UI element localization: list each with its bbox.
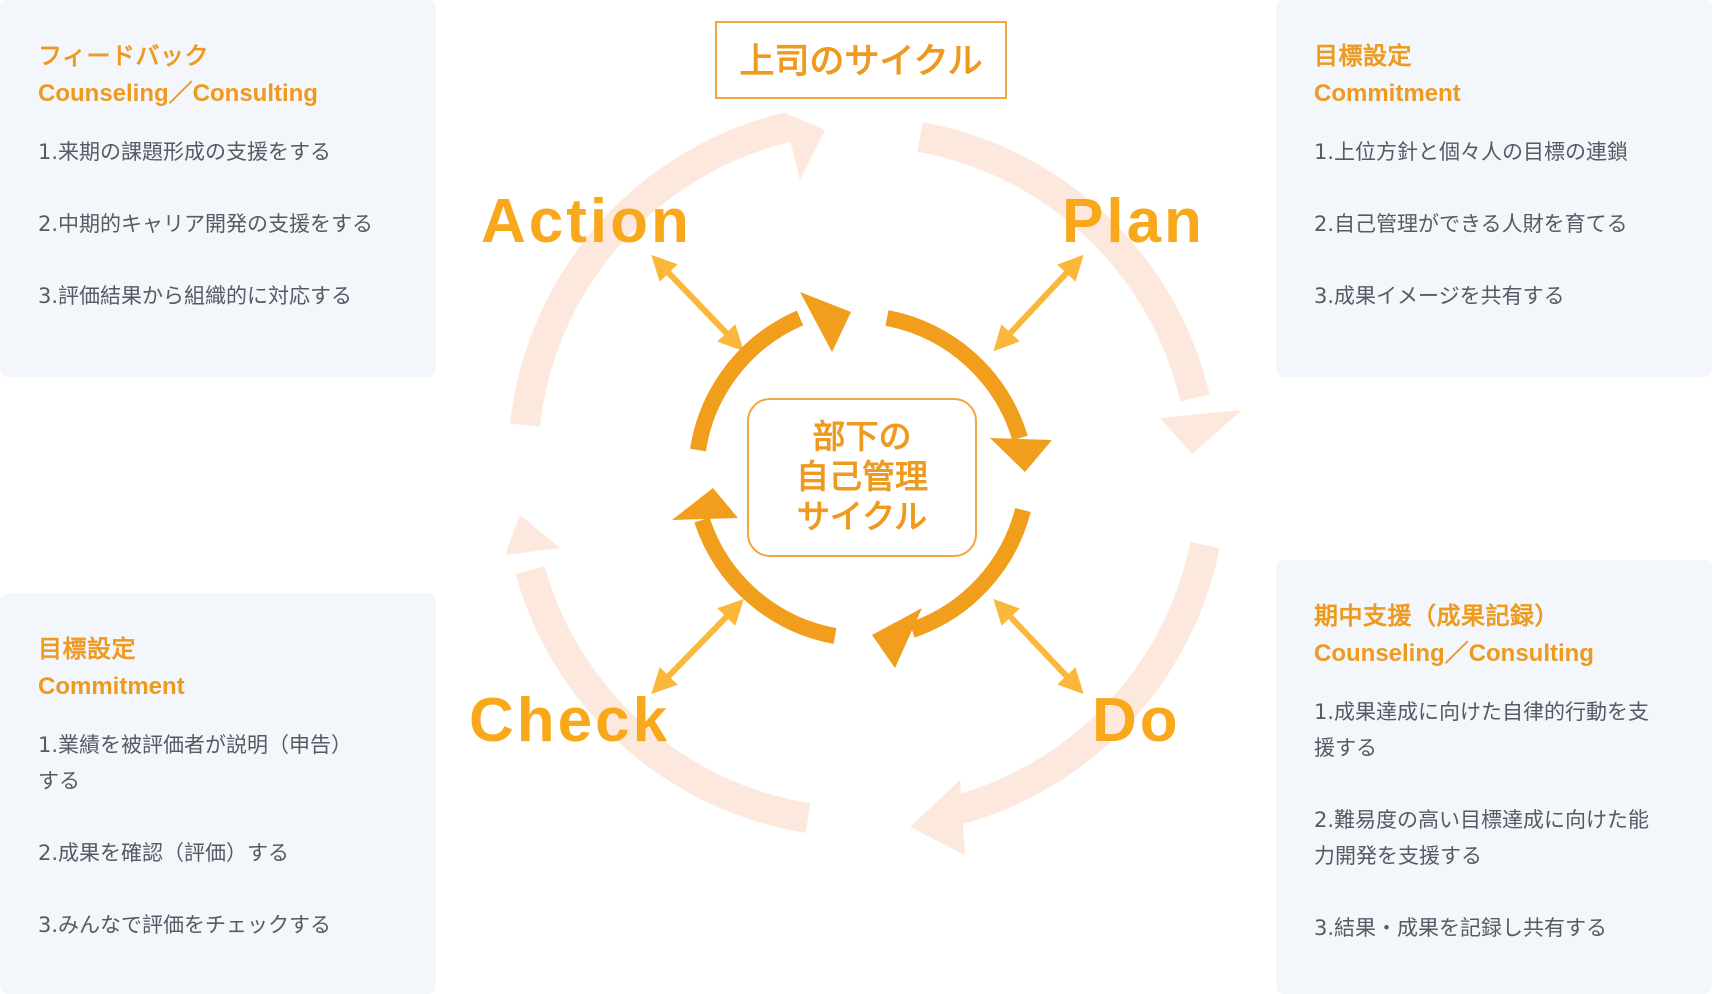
inner-arrow-bottom-right [909, 507, 1031, 638]
inner-arrowhead [800, 292, 851, 352]
self-cycle-arrows [672, 292, 1052, 668]
connector-plan [993, 254, 1084, 352]
panel-subtitle: Commitment [38, 673, 185, 700]
panel-item: 3.結果・成果を記録し共有する [1314, 916, 1608, 940]
outer-arrowhead [910, 780, 965, 855]
inner-arrowhead [872, 608, 922, 668]
center-label-line: サイクル [797, 497, 927, 536]
connectors [651, 254, 1084, 695]
outer-arrowhead [783, 112, 825, 180]
panel-item: 1.成果達成に向けた自律的行動を支援する [1314, 700, 1650, 760]
panel-item-list: 1.上位方針と個々人の目標の連鎖 2.自己管理ができる人財を育てる 3.成果イメ… [1314, 134, 1674, 314]
boss-cycle-arrows [505, 112, 1242, 855]
connector-do [993, 598, 1084, 695]
panel-item: 1.上位方針と個々人の目標の連鎖 [1314, 140, 1629, 164]
panel-item: 3.成果イメージを共有する [1314, 284, 1565, 308]
phase-check: Check [469, 686, 670, 755]
panel-item: 2.成果を確認（評価）する [38, 841, 290, 865]
panel-subtitle: Commitment [1314, 80, 1461, 107]
inner-arrow-top-right [885, 310, 1028, 441]
inner-arrowhead [672, 488, 738, 520]
outer-arrowhead [1160, 410, 1242, 454]
panel-item: 2.中期的キャリア開発の支援をする [38, 212, 374, 236]
phase-plan: Plan [1062, 187, 1205, 256]
panel-subtitle: Counseling／Consulting [38, 80, 318, 107]
panel-item-list: 1.成果達成に向けた自律的行動を支援する 2.難易度の高い目標達成に向けた能力開… [1314, 694, 1674, 946]
panel-goal-setting: 目標設定 Commitment 1.上位方針と個々人の目標の連鎖 2.自己管理が… [1276, 0, 1712, 377]
boss-cycle-title: 上司のサイクル [739, 42, 982, 82]
self-cycle-center: 部下の 自己管理 サイクル [747, 398, 977, 557]
outer-arrow-check-to-action [515, 565, 811, 833]
panel-title: 期中支援（成果記録） [1314, 602, 1559, 630]
connector-check [651, 598, 744, 695]
phase-do: Do [1092, 686, 1181, 755]
inner-arrow-bottom-left [694, 517, 837, 644]
panel-title: フィードバック [38, 42, 210, 70]
panel-midterm-support: 期中支援（成果記録） Counseling／Consulting 1.成果達成に… [1276, 560, 1712, 994]
panel-evaluation: 目標設定 Commitment 1.業績を被評価者が説明（申告）する 2.成果を… [0, 593, 436, 994]
center-label-line: 自己管理 [796, 457, 928, 496]
center-frame [747, 398, 977, 557]
panel-item: 1.来期の課題形成の支援をする [38, 140, 332, 164]
panel-item: 3.評価結果から組織的に対応する [38, 284, 353, 308]
panel-subtitle: Counseling／Consulting [1314, 640, 1594, 667]
panel-item: 2.自己管理ができる人財を育てる [1314, 212, 1628, 236]
panel-item-list: 1.業績を被評価者が説明（申告）する 2.成果を確認（評価）する 3.みんなで評… [38, 727, 398, 943]
phase-action: Action [481, 187, 692, 256]
inner-arrowhead [990, 438, 1052, 472]
boss-cycle-title-box: 上司のサイクル [715, 21, 1007, 99]
panel-item-list: 1.来期の課題形成の支援をする 2.中期的キャリア開発の支援をする 3.評価結果… [38, 134, 398, 314]
connector-action [651, 254, 744, 352]
inner-arrow-top-left [690, 310, 804, 452]
outer-arrow-action-to-plan [510, 112, 792, 427]
panel-title: 目標設定 [38, 635, 136, 663]
panel-title: 目標設定 [1314, 42, 1412, 70]
panel-item: 1.業績を被評価者が説明（申告）する [38, 733, 353, 793]
panel-item: 3.みんなで評価をチェックする [38, 913, 332, 937]
outer-arrowhead [505, 515, 560, 555]
panel-item: 2.難易度の高い目標達成に向けた能力開発を支援する [1314, 808, 1650, 868]
outer-arrow-do-to-check [946, 542, 1220, 827]
title-frame [715, 21, 1007, 99]
panel-feedback: フィードバック Counseling／Consulting 1.来期の課題形成の… [0, 0, 436, 377]
outer-arrow-plan-to-do [917, 122, 1210, 402]
center-label-line: 部下の [813, 417, 912, 456]
